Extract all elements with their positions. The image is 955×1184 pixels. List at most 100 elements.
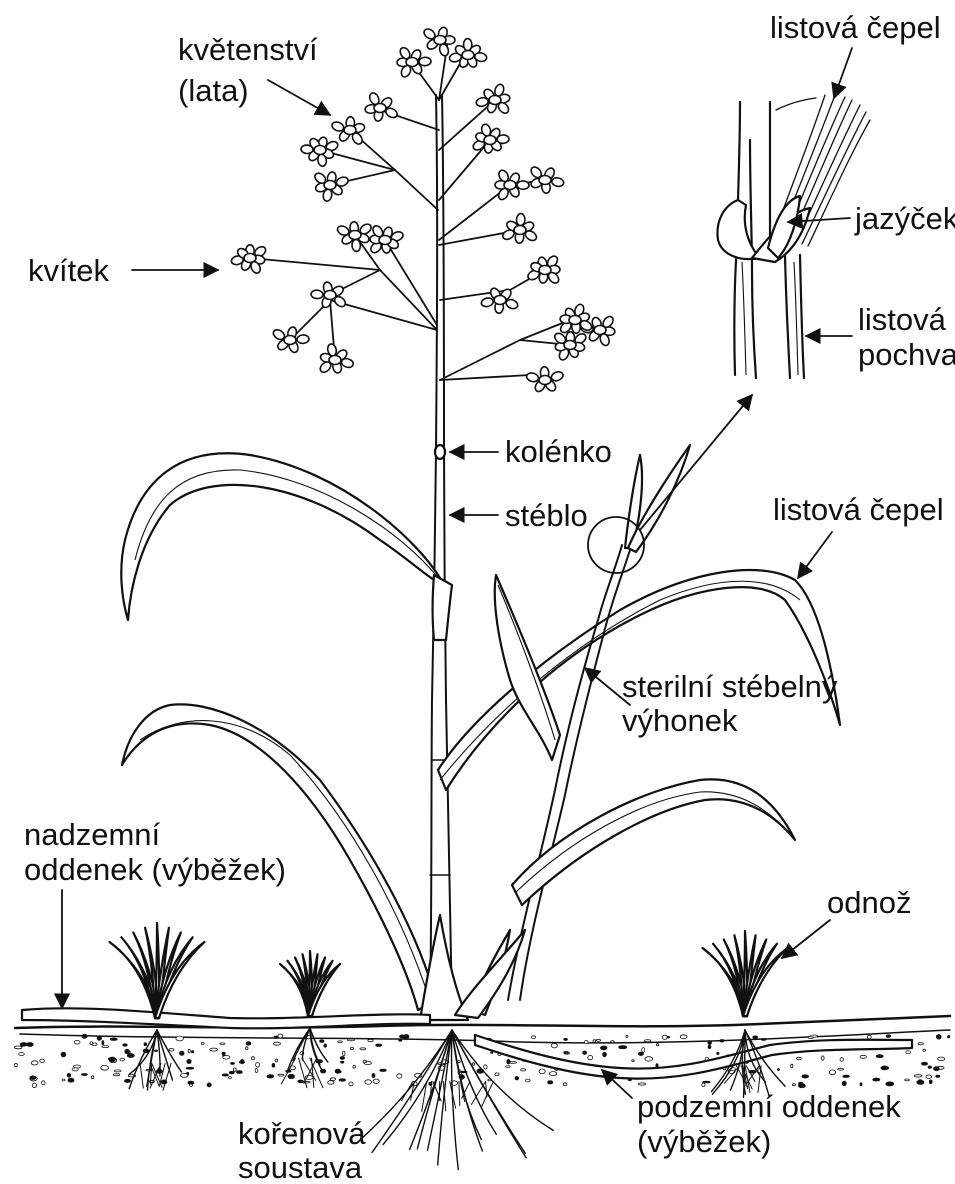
soil-particle bbox=[588, 1055, 593, 1059]
root-tuft bbox=[129, 1030, 182, 1090]
soil-particle bbox=[180, 1074, 188, 1078]
floret-cluster bbox=[472, 123, 510, 153]
soil-particle bbox=[368, 1039, 373, 1041]
floret-spikelet bbox=[284, 336, 296, 345]
floret-cluster bbox=[495, 169, 529, 202]
floret-spikelet bbox=[539, 376, 551, 385]
soil-particle bbox=[338, 1041, 343, 1043]
soil-particle bbox=[328, 1081, 334, 1085]
floret-spikelet bbox=[324, 291, 336, 300]
soil-particle bbox=[838, 1069, 844, 1071]
soil-particle bbox=[288, 1074, 295, 1078]
soil-particle bbox=[256, 1063, 260, 1068]
floret-spikelet bbox=[594, 326, 606, 335]
soil-particle bbox=[399, 1039, 402, 1041]
label-sheath: listová bbox=[858, 302, 947, 337]
soil-particle bbox=[583, 1051, 587, 1054]
floret-spikelet bbox=[526, 372, 540, 383]
floret-spikelet bbox=[539, 176, 551, 185]
soil-particle bbox=[404, 1035, 409, 1039]
soil-particle bbox=[708, 1045, 711, 1048]
soil-particle bbox=[125, 1049, 130, 1053]
arrow-blade-top bbox=[834, 48, 852, 98]
floret-spikelet bbox=[349, 231, 361, 240]
soil-particle bbox=[74, 1040, 80, 1044]
soil-particle bbox=[255, 1069, 258, 1073]
floret-spikelet bbox=[494, 296, 506, 305]
soil-particle bbox=[458, 1061, 460, 1063]
soil-particle bbox=[495, 1073, 499, 1076]
floret-spikelet bbox=[351, 239, 360, 252]
label-stolon-sub: oddenek (výběžek) bbox=[24, 852, 286, 887]
floret-spikelet bbox=[374, 104, 386, 113]
soil-particle bbox=[32, 1083, 36, 1088]
soil-particle bbox=[948, 1036, 950, 1038]
soil-particle bbox=[267, 1075, 274, 1078]
floret-spikelet bbox=[434, 36, 446, 45]
soil-particle bbox=[81, 1074, 87, 1076]
soil-particle bbox=[191, 1051, 193, 1053]
floret-spikelet bbox=[569, 316, 581, 325]
soil-particle bbox=[906, 1051, 911, 1054]
soil-particle bbox=[349, 1082, 353, 1086]
soil-particle bbox=[350, 1047, 353, 1049]
floret-spikelet bbox=[484, 136, 496, 145]
floret-spikelet bbox=[329, 356, 341, 365]
soil-particle bbox=[532, 1036, 536, 1039]
soil-particle bbox=[19, 1053, 25, 1056]
soil-particle bbox=[525, 1079, 530, 1082]
floret-cluster bbox=[526, 254, 560, 285]
root bbox=[129, 1030, 157, 1089]
soil-particle bbox=[21, 1045, 23, 1047]
culm-node bbox=[435, 445, 445, 459]
root-branch bbox=[281, 1058, 295, 1084]
soil-particle bbox=[761, 1038, 766, 1040]
soil-particle bbox=[626, 1035, 628, 1037]
soil-particle bbox=[922, 1062, 928, 1065]
soil-particle bbox=[90, 1042, 93, 1045]
soil-particle bbox=[717, 1052, 719, 1054]
soil-particle bbox=[632, 1060, 635, 1062]
floret-cluster bbox=[553, 331, 588, 361]
soil-particle bbox=[753, 1036, 758, 1039]
soil-particle bbox=[802, 1075, 809, 1078]
soil-particle bbox=[611, 1041, 614, 1043]
soil-particle bbox=[273, 1042, 280, 1045]
soil-particle bbox=[585, 1040, 589, 1043]
floret-spikelet bbox=[462, 51, 474, 60]
soil-particle bbox=[708, 1041, 712, 1045]
soil-particle bbox=[231, 1062, 235, 1064]
soil-particle bbox=[339, 1079, 345, 1081]
soil-particle bbox=[886, 1035, 891, 1038]
floret-cluster bbox=[397, 46, 431, 79]
root-branch bbox=[140, 1064, 143, 1089]
soil-particle bbox=[303, 1081, 311, 1083]
soil-particle bbox=[792, 1084, 795, 1086]
floret-spikelet bbox=[551, 177, 564, 188]
soil-particle bbox=[515, 1077, 519, 1080]
label-root-system-sub: soustava bbox=[238, 1150, 363, 1184]
soil-particle bbox=[237, 1071, 243, 1074]
soil-particle bbox=[252, 1057, 255, 1060]
soil-particle bbox=[97, 1037, 101, 1041]
label-tiller: odnož bbox=[827, 885, 911, 920]
soil-particle bbox=[702, 1083, 705, 1087]
arrow-detail-link bbox=[640, 395, 752, 530]
soil-particle bbox=[603, 1052, 607, 1057]
soil-particle bbox=[936, 1035, 941, 1040]
soil-particle bbox=[324, 1044, 327, 1047]
soil-particle bbox=[154, 1050, 157, 1052]
floret-spikelet bbox=[244, 254, 256, 263]
soil-particle bbox=[109, 1057, 116, 1062]
floret-spikelet bbox=[406, 58, 418, 67]
soil-particle bbox=[278, 1074, 284, 1076]
soil-particle bbox=[638, 1052, 643, 1055]
floret-spikelet bbox=[335, 176, 349, 188]
soil-particle bbox=[521, 1069, 526, 1071]
label-rhizome-sub: (výběžek) bbox=[637, 1124, 771, 1159]
soil-particle bbox=[372, 1073, 375, 1077]
soil-particle bbox=[680, 1035, 687, 1039]
panicle-florets bbox=[231, 26, 616, 393]
floret-spikelet bbox=[419, 57, 431, 66]
